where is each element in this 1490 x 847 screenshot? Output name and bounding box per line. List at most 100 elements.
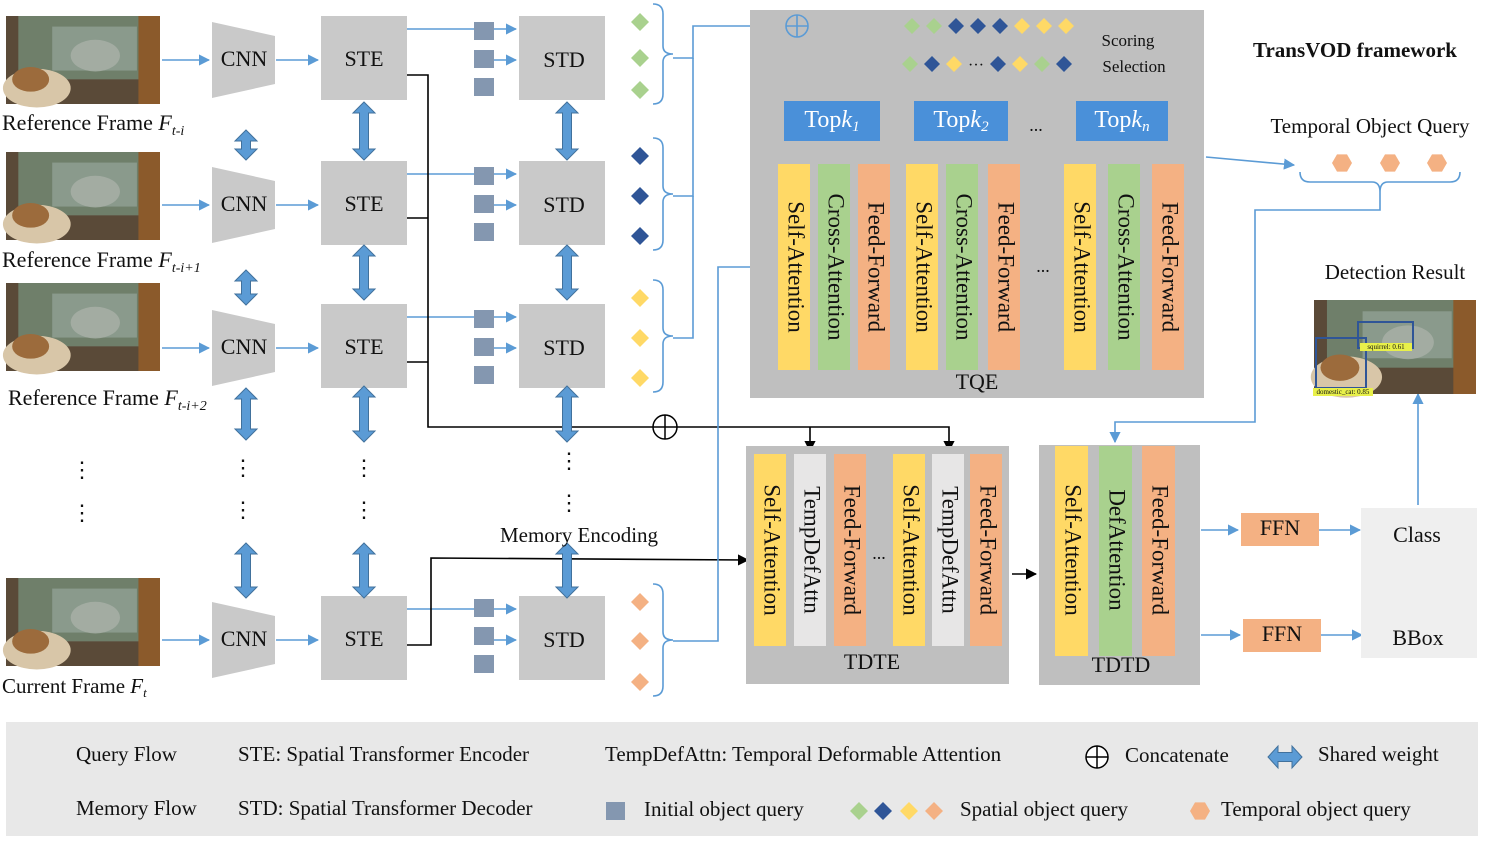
tdte-layer-2-3: [970, 454, 1002, 646]
legend-spatial-symbol-1: [850, 802, 868, 820]
ffn-label-2: FFN: [1262, 621, 1302, 646]
topk-label-2: Topk2: [933, 107, 989, 136]
vdots-cnn-2: ⋮: [232, 497, 254, 522]
seq1-query-1: [904, 18, 920, 34]
cnn-label-4: CNN: [221, 626, 268, 651]
cnn-label-2: CNN: [221, 191, 268, 216]
std-block-1: [519, 16, 605, 100]
legend-panel: [6, 722, 1478, 836]
cnn-block-2: [212, 167, 275, 243]
tqe-label: TQE: [956, 369, 999, 394]
seq1-query-5: [992, 18, 1008, 34]
tqe-layer-label-3-2: Cross-Attention: [1114, 194, 1139, 341]
tqe-layer-1-2: [818, 164, 850, 370]
temporal-query-hex-3: [1427, 154, 1447, 172]
ste-block-1: [321, 16, 407, 100]
initial-query-2-1: [474, 167, 494, 185]
query-flow-current: [673, 261, 780, 642]
class-label: Class: [1393, 522, 1441, 547]
ste-label-4: STE: [344, 626, 383, 651]
arrow-query-to-tdtd: [1109, 192, 1381, 444]
std-block-4: [519, 596, 605, 680]
frame-label-3: Reference Frame Ft-i+2: [8, 385, 207, 414]
cnn-block-1: [212, 22, 275, 98]
frame-image-2: [2, 152, 160, 244]
tdte-layer-1-3: [834, 454, 866, 646]
tqe-layer-2-2: [946, 164, 978, 370]
spatial-query-2-1: [631, 147, 649, 165]
seq1-query-2: [926, 18, 942, 34]
legend-spatial-symbol-4: [925, 802, 943, 820]
memory-flow-main: [407, 74, 955, 453]
vdots-std-2: ⋮: [558, 490, 580, 515]
selection-label: Selection: [1102, 57, 1166, 76]
tdte-layer-2-1: [893, 454, 925, 646]
tqe-layer-label-2-3: Feed-Forward: [994, 202, 1019, 333]
ffn-label-1: FFN: [1260, 515, 1300, 540]
vdots-ste-2: ⋮: [353, 497, 375, 522]
output-panel: [1361, 508, 1477, 658]
ste-block-4: [321, 596, 407, 680]
shared-weight-cnn-2: [233, 269, 259, 306]
spatial-query-2-3: [631, 227, 649, 245]
std-label-2: STD: [543, 192, 585, 217]
detection-result-label: Detection Result: [1325, 260, 1466, 284]
shared-weight-std-2: [554, 244, 580, 301]
seq2-query-a2: [924, 56, 940, 72]
shared-weight-ste-3: [351, 385, 377, 443]
tdtd-layer-label-3: Feed-Forward: [1148, 485, 1173, 616]
brace-spatial-2: [652, 137, 674, 251]
legend-spatial-query: Spatial object query: [960, 797, 1128, 821]
initial-query-2-2: [474, 195, 494, 213]
std-label-1: STD: [543, 47, 585, 72]
detection-tag-squirrel: [1360, 343, 1412, 351]
shared-weight-cnn-4: [233, 542, 259, 599]
topk-label-3: Topkn: [1094, 107, 1149, 136]
shared-weight-std-1: [554, 101, 580, 161]
initial-query-1-2: [474, 50, 494, 68]
ffn-block-1: [1241, 513, 1319, 546]
ste-label-3: STE: [344, 334, 383, 359]
seq2-query-a1: [902, 56, 918, 72]
tqe-layer-1-1: [778, 164, 810, 370]
seq1-query-8: [1058, 18, 1074, 34]
shared-weight-ste-4: [351, 542, 377, 599]
topk-block-3: [1076, 101, 1168, 141]
scoring-label: Scoring: [1102, 31, 1155, 50]
bbox-label: BBox: [1392, 625, 1443, 650]
tdte-panel: [746, 446, 1009, 684]
initial-query-4-3: [474, 655, 494, 673]
initial-query-3-3: [474, 366, 494, 384]
vdots-cnn-1: ⋮: [232, 455, 254, 480]
spatial-query-2-2: [631, 187, 649, 205]
topk-block-1: [784, 101, 880, 141]
legend-spatial-symbol-2: [874, 802, 892, 820]
brace-spatial-4: [652, 583, 674, 697]
initial-query-2-3: [474, 223, 494, 241]
initial-query-1-3: [474, 78, 494, 96]
ffn-block-2: [1243, 619, 1321, 652]
initial-query-1-1: [474, 22, 494, 40]
shared-weight-cnn-1: [233, 129, 259, 161]
seq1-query-7: [1036, 18, 1052, 34]
query-flow-1: [673, 25, 785, 59]
tqe-layers-ellipsis: ...: [1036, 256, 1050, 276]
tdte-layer-label-1-2: TempDefAttn: [800, 486, 825, 614]
tqe-layer-3-3: [1152, 164, 1184, 370]
legend-spatial-symbol-3: [900, 802, 918, 820]
seq2-query-a3: [946, 56, 962, 72]
frame-image-4: [2, 578, 160, 670]
tqe-layer-label-1-2: Cross-Attention: [824, 194, 849, 341]
ste-block-2: [321, 161, 407, 245]
std-label-4: STD: [543, 627, 585, 652]
spatial-query-4-3: [631, 673, 649, 691]
frame-label-4: Current Frame Ft: [2, 674, 147, 700]
tdtd-label: TDTD: [1092, 652, 1151, 677]
tdte-ellipsis: ...: [872, 543, 886, 563]
initial-query-3-2: [474, 338, 494, 356]
tqe-layer-label-2-2: Cross-Attention: [952, 194, 977, 341]
cnn-block-4: [212, 602, 275, 678]
detection-tag-cat: [1313, 388, 1373, 396]
tdte-layer-label-2-1: Self-Attention: [899, 484, 924, 616]
shared-weight-ste-2: [351, 244, 377, 301]
